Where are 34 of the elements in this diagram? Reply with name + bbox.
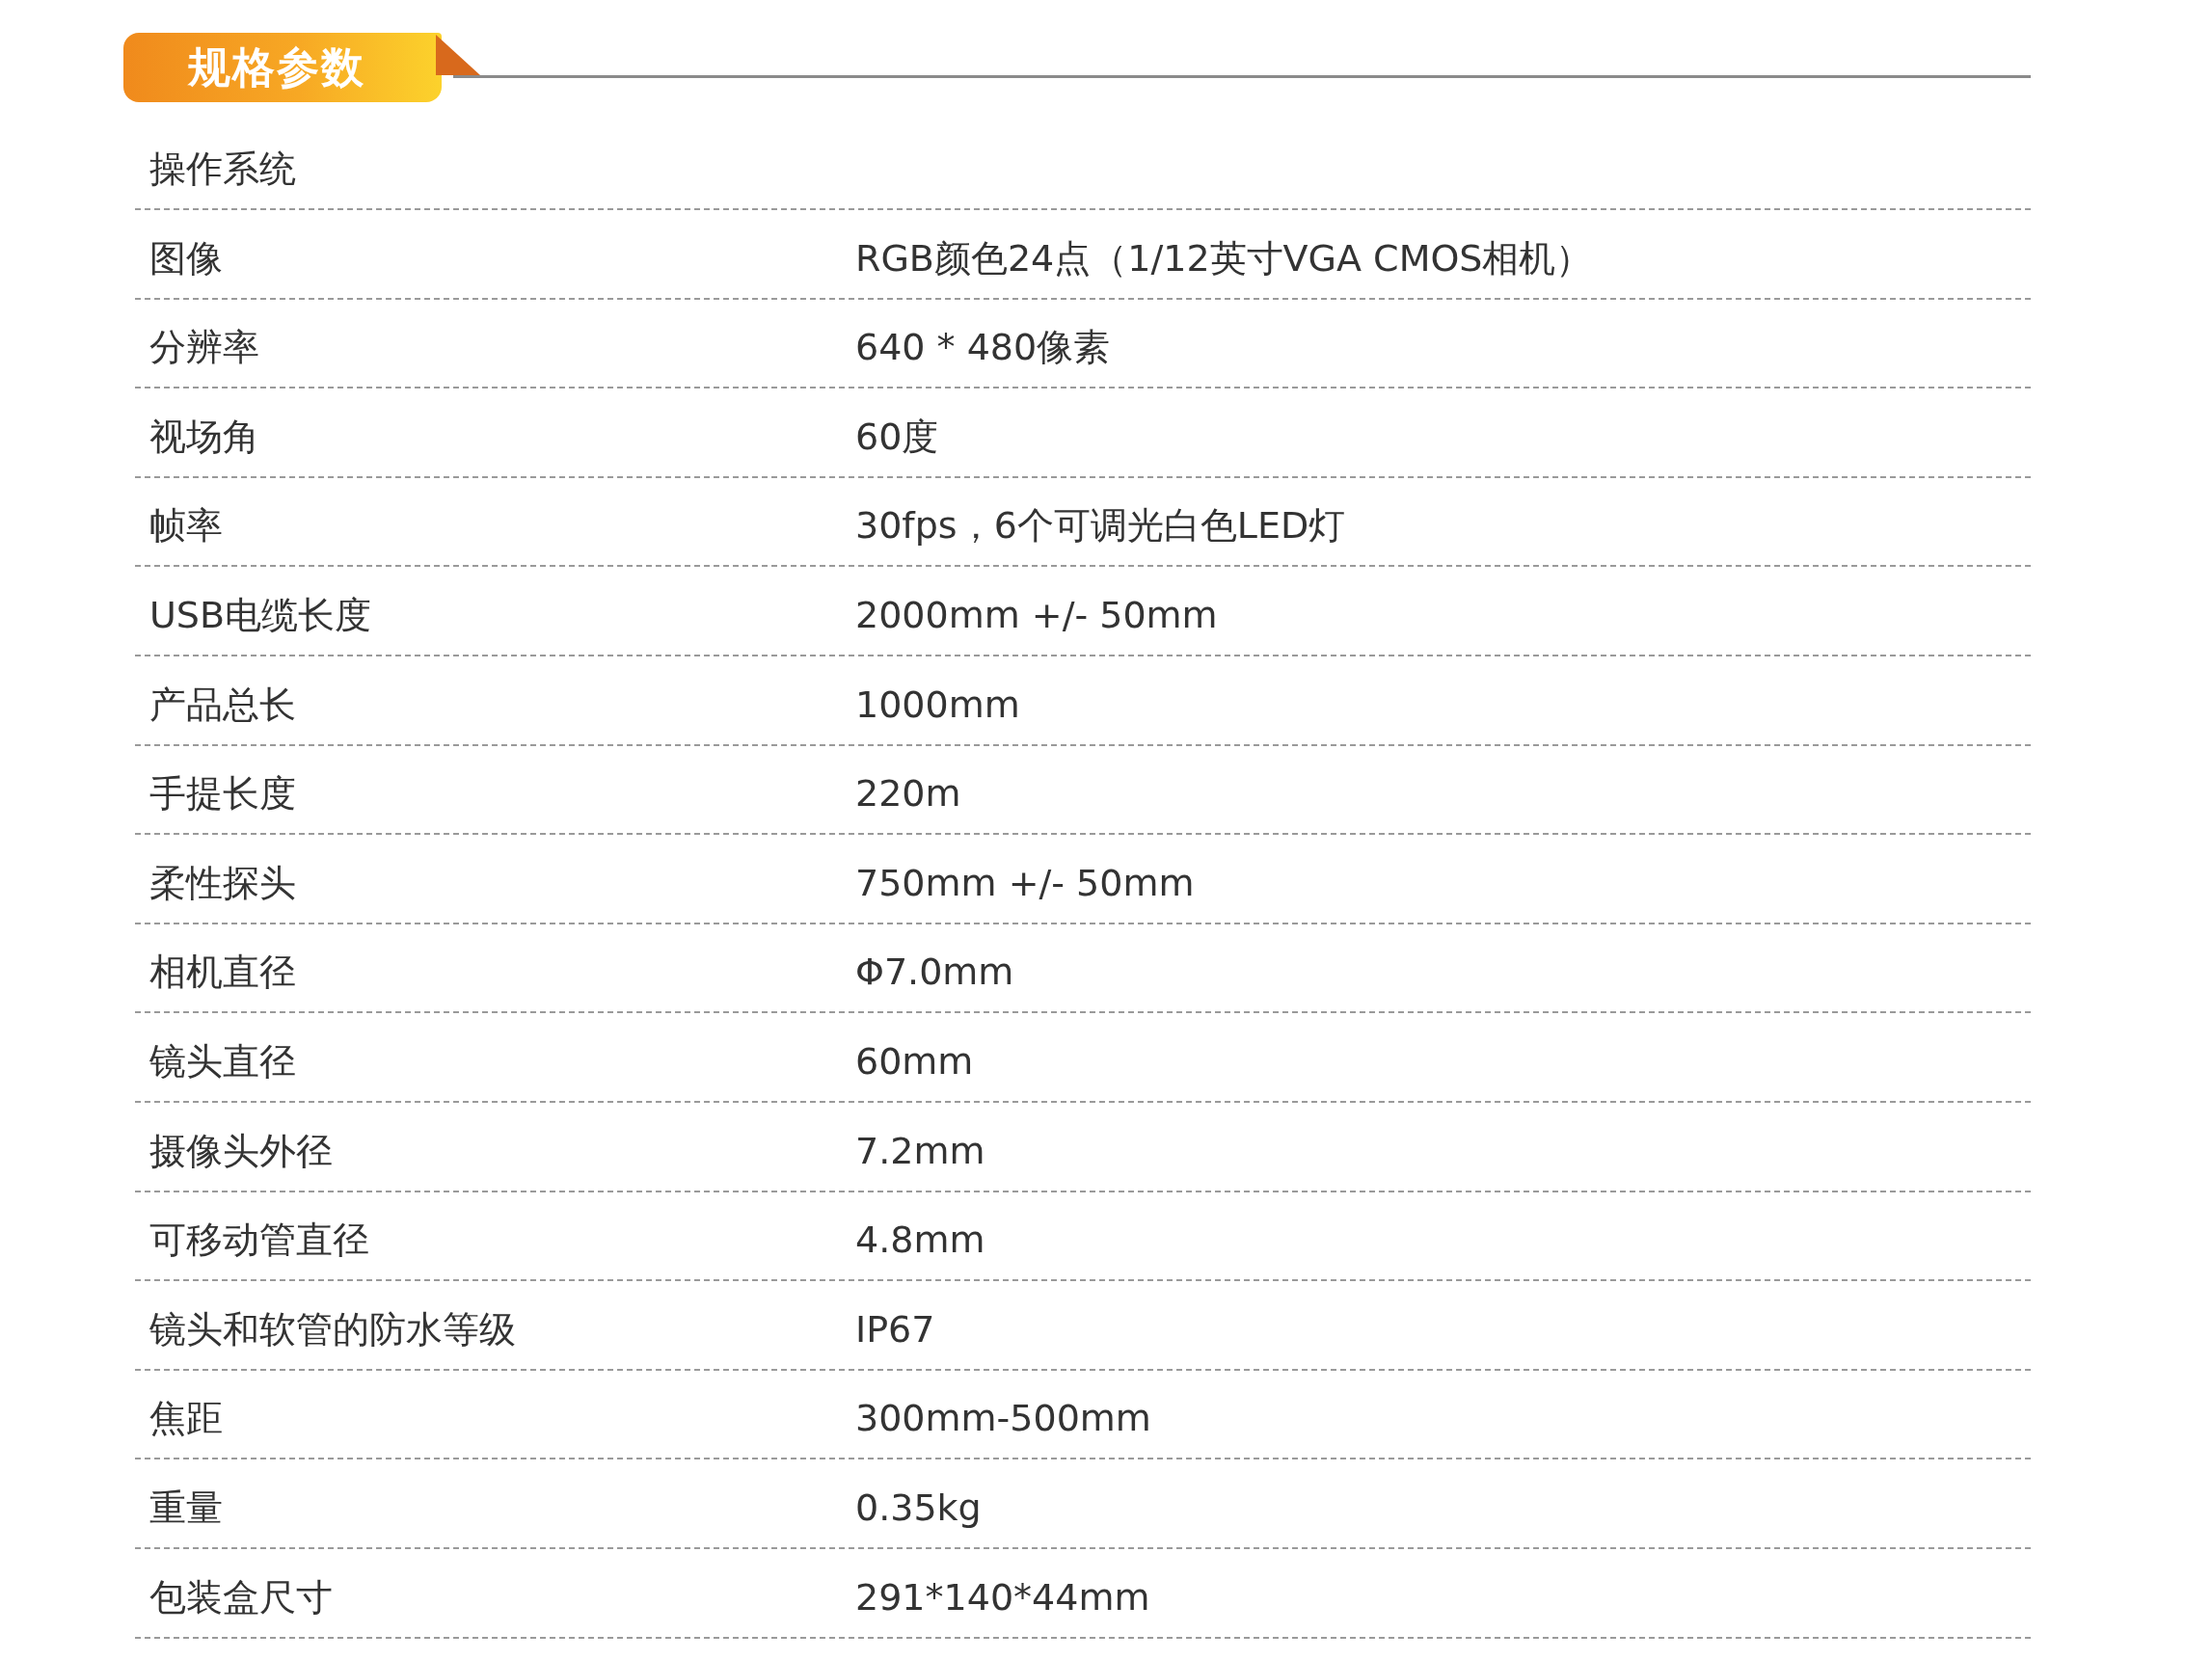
spec-name: 相机直径 <box>149 950 296 996</box>
spec-name: 镜头和软管的防水等级 <box>149 1306 516 1352</box>
spec-value: 7.2mm <box>855 1128 985 1174</box>
spec-value: 300mm-500mm <box>855 1396 1151 1442</box>
spec-name: 柔性探头 <box>149 860 296 906</box>
spec-name: 帧率 <box>149 503 223 549</box>
spec-name: 分辨率 <box>149 325 259 371</box>
spec-name: 产品总长 <box>149 682 296 728</box>
spec-value: 2000mm +/- 50mm <box>855 593 1218 638</box>
spec-value: 291*140*44mm <box>855 1574 1150 1620</box>
spec-value: 220m <box>855 771 961 817</box>
spec-value: 750mm +/- 50mm <box>855 860 1195 906</box>
spec-name: 包装盒尺寸 <box>149 1574 333 1620</box>
spec-name: 重量 <box>149 1486 223 1531</box>
spec-value: 4.8mm <box>855 1218 985 1264</box>
spec-name: USB电缆长度 <box>149 593 371 638</box>
spec-value: 1000mm <box>855 682 1020 728</box>
spec-value: 60mm <box>855 1039 974 1084</box>
spec-value: RGB颜色24点（1/12英寸VGA CMOS相机） <box>855 235 1593 281</box>
spec-name: 操作系统 <box>149 147 296 192</box>
spec-name: 摄像头外径 <box>149 1128 333 1174</box>
spec-name: 焦距 <box>149 1396 223 1442</box>
spec-name: 手提长度 <box>149 771 296 817</box>
spec-value: 30fps，6个可调光白色LED灯 <box>855 503 1346 549</box>
spec-name: 图像 <box>149 235 223 281</box>
section-title: 规格参数 <box>188 41 365 94</box>
spec-value: 0.35kg <box>855 1486 982 1531</box>
spec-value: 640 * 480像素 <box>855 325 1111 371</box>
spec-value: IP67 <box>855 1306 935 1352</box>
spec-name: 视场角 <box>149 414 259 460</box>
spec-value: Φ7.0mm <box>855 950 1014 996</box>
spec-value: 60度 <box>855 414 939 460</box>
spec-name: 可移动管直径 <box>149 1218 369 1264</box>
spec-name: 镜头直径 <box>149 1039 296 1084</box>
